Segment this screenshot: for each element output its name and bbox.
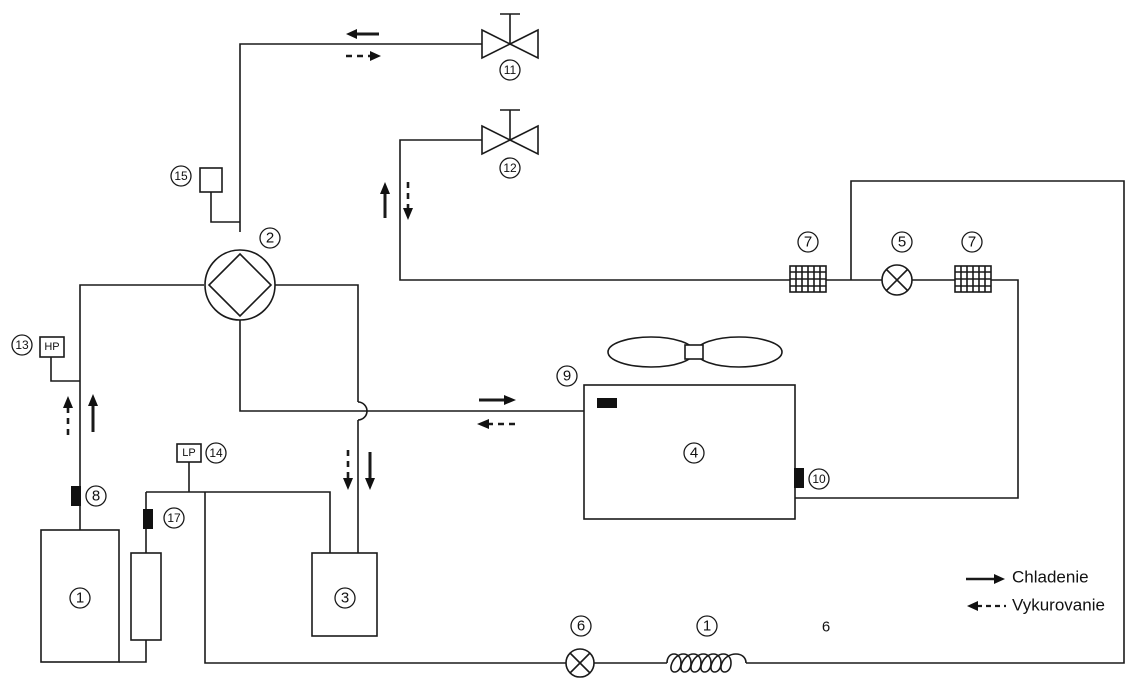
pipe-liquid-left xyxy=(399,139,790,281)
label-accumulator: 3 xyxy=(334,587,356,609)
filter-mesh-right-icon xyxy=(954,265,992,293)
filter-mesh-left-icon xyxy=(789,265,827,293)
label-expansion-6: 6 xyxy=(570,615,592,637)
expansion-valve-6-icon xyxy=(565,648,595,678)
label-sensor-10: 10 xyxy=(808,468,830,490)
svg-text:6: 6 xyxy=(577,618,585,635)
temp-sensor-10 xyxy=(794,468,804,488)
temp-sensor-17 xyxy=(143,509,153,529)
capillary-coil-icon xyxy=(666,653,747,673)
pipe-sensor15-stub xyxy=(210,192,240,223)
svg-text:2: 2 xyxy=(266,230,274,247)
pipe-lp-line xyxy=(146,491,331,553)
filter-dryer xyxy=(130,552,162,641)
temp-sensor-9 xyxy=(597,398,617,408)
flow-arrows xyxy=(63,29,516,490)
label-sensor-9: 9 xyxy=(556,365,578,387)
pipe-suction-accum xyxy=(274,284,359,402)
svg-text:4: 4 xyxy=(690,445,698,462)
fan-icon xyxy=(607,336,783,368)
label-sensor-8: 8 xyxy=(85,485,107,507)
lp-switch: LP xyxy=(176,443,202,463)
pressure-sensor-15 xyxy=(199,167,223,193)
pipes xyxy=(50,13,1125,664)
svg-text:1: 1 xyxy=(703,618,711,635)
legend-heating-label: Vykurovanie xyxy=(1012,596,1105,615)
svg-text:7: 7 xyxy=(804,234,812,251)
svg-text:3: 3 xyxy=(341,590,349,607)
svg-text:15: 15 xyxy=(174,169,188,183)
label-pressure-sensor-15: 15 xyxy=(170,165,192,187)
svg-text:11: 11 xyxy=(504,63,517,77)
pipe-top-gas xyxy=(239,43,482,232)
label-outdoor-coil: 4 xyxy=(683,442,705,464)
pipe-bypass-right xyxy=(746,180,1125,664)
label-hp-switch: 13 xyxy=(11,334,33,356)
svg-text:9: 9 xyxy=(563,368,571,385)
svg-text:13: 13 xyxy=(15,338,29,352)
svg-text:10: 10 xyxy=(812,472,826,486)
label-lp-switch: 14 xyxy=(205,442,227,464)
svg-text:8: 8 xyxy=(92,488,100,505)
hp-switch: HP xyxy=(39,336,65,358)
label-filter-right: 7 xyxy=(961,231,983,253)
pipe-hp-stub xyxy=(50,357,80,382)
label-filter-left: 7 xyxy=(797,231,819,253)
legend-cooling-label: Chladenie xyxy=(1012,568,1089,587)
label-compressor: 1 xyxy=(69,587,91,609)
label-four-way-valve: 2 xyxy=(259,227,281,249)
service-valve-12-icon xyxy=(481,124,539,156)
label-sensor-17: 17 xyxy=(163,507,185,529)
svg-text:5: 5 xyxy=(898,234,906,251)
svg-text:14: 14 xyxy=(209,446,223,460)
svg-text:17: 17 xyxy=(167,511,181,525)
label-valve-11: 11 xyxy=(499,59,521,81)
pipe-discharge xyxy=(79,284,204,492)
pipe-to-coil xyxy=(239,320,584,412)
label-valve-12: 12 xyxy=(499,157,521,179)
hp-switch-label: HP xyxy=(44,341,59,353)
lp-switch-label: LP xyxy=(182,447,195,459)
service-valve-11-icon xyxy=(481,28,539,60)
label-capillary-coil: 1 xyxy=(696,615,718,637)
circled-labels: 1 2 3 4 5 6 7 7 xyxy=(11,59,983,637)
legend-heating: Vykurovanie xyxy=(967,596,1105,615)
expansion-valve-5-icon xyxy=(881,264,913,296)
svg-text:1: 1 xyxy=(76,590,84,607)
stray-number-label: 6 xyxy=(822,619,830,636)
svg-text:7: 7 xyxy=(968,234,976,251)
pipe-comp-dryer xyxy=(119,640,147,663)
pipe-right-down xyxy=(795,279,1019,499)
legend-cooling: Chladenie xyxy=(966,568,1089,587)
temp-sensor-8 xyxy=(71,486,81,506)
pipe-bottom-left xyxy=(204,492,566,664)
legend: Chladenie Vykurovanie xyxy=(966,568,1105,615)
four-way-valve-icon xyxy=(204,249,276,321)
svg-text:12: 12 xyxy=(503,161,517,175)
label-expansion-5: 5 xyxy=(891,231,913,253)
